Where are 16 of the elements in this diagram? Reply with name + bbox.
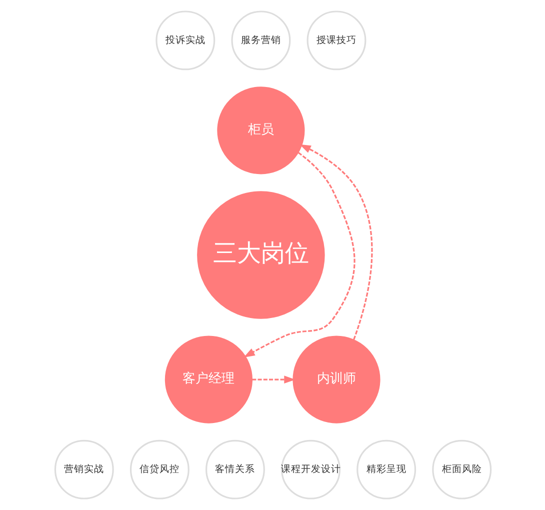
- arrow: [243, 152, 355, 358]
- node-circle: 客情关系: [205, 440, 264, 500]
- node-circle: 投诉实战: [155, 10, 215, 70]
- node-circle: 客户经理: [164, 336, 252, 424]
- node-circle: 内训师: [292, 336, 380, 424]
- node-circle: 柜面风险: [432, 440, 492, 500]
- node-circle: 营销实战: [54, 440, 114, 500]
- node-circle: 柜员: [216, 86, 304, 174]
- arrow: [299, 144, 372, 340]
- node-circle: 精彩呈现: [356, 440, 416, 500]
- node-circle: 三大岗位: [196, 191, 324, 319]
- node-circle: 授课技巧: [306, 10, 366, 70]
- arrow: [252, 376, 295, 384]
- node-circle: 课程开发设计: [280, 440, 340, 500]
- node-circle: 服务营销: [230, 10, 290, 70]
- node-circle: 信贷风控: [129, 440, 189, 500]
